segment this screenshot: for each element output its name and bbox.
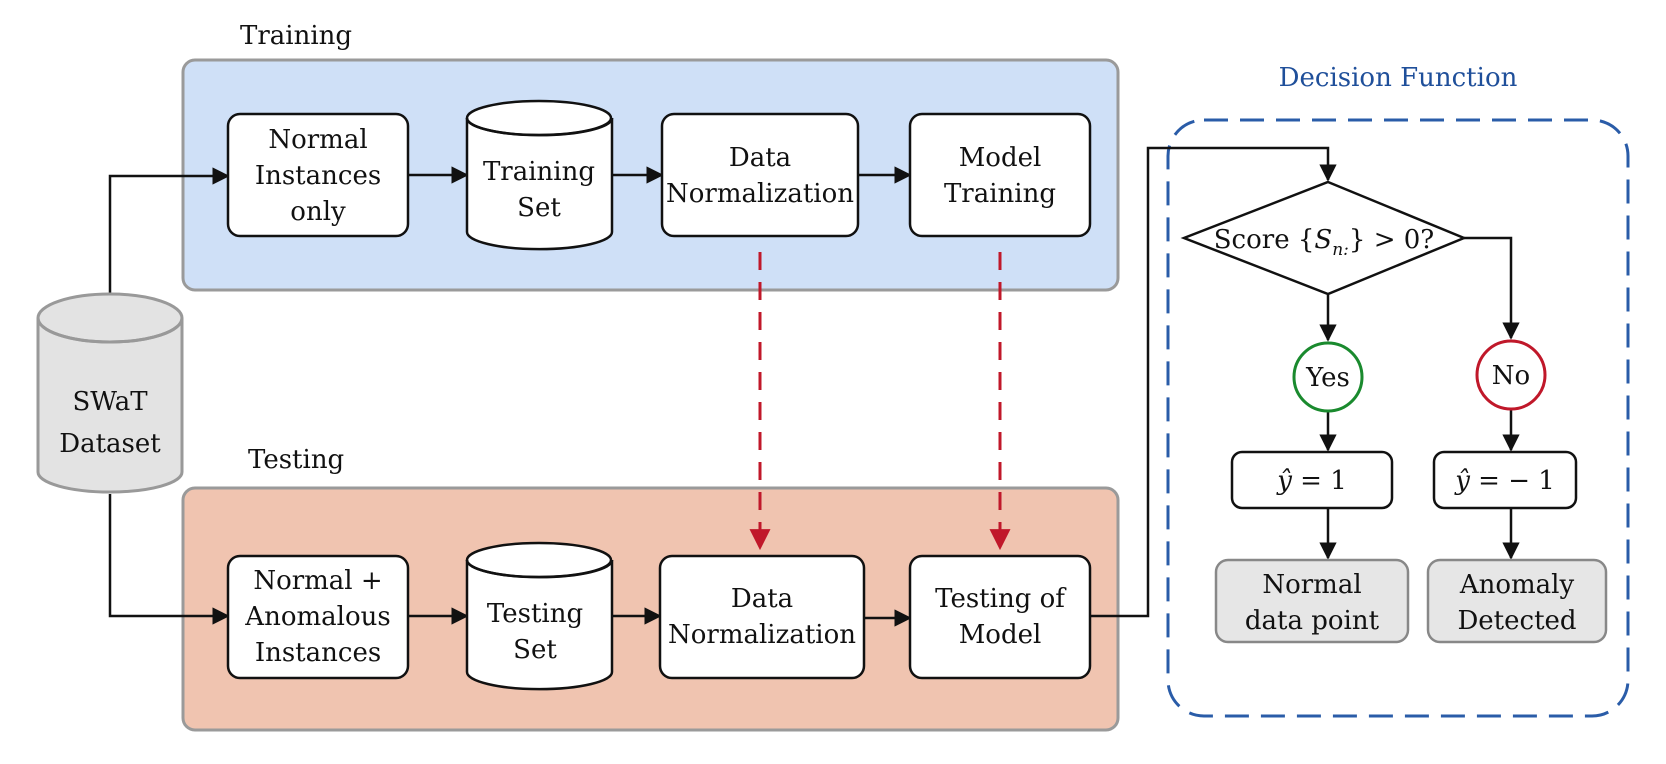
anomaly-detected-line2: Detected [1457,606,1576,636]
testing-normalization-line2: Normalization [668,620,856,650]
no-output-text: ŷ = − 1 [1454,466,1555,496]
normal-instances-box: Normal Instances only [226,112,410,238]
arrow-condition-to-no [1464,236,1520,340]
yes-output-text: ŷ = 1 [1276,466,1347,496]
yes-circle: Yes [1292,341,1364,413]
yes-output-box: ŷ = 1 [1230,450,1394,510]
normal-data-point-line1: Normal [1262,570,1361,600]
decision-function-panel [1166,118,1630,718]
normal-instances-line2: Instances [255,161,381,191]
arrow-dataset-to-normal-instances [108,167,230,302]
training-set-line1: Training [483,157,595,187]
test-instances-line1: Normal + [253,566,382,596]
testing-set-line2: Set [513,635,557,665]
swat-dataset-cylinder: SWaT Dataset [36,292,184,494]
anomaly-detected-box: Anomaly Detected [1426,558,1608,644]
testing-of-model-box: Testing of Model [908,554,1092,680]
test-instances-line3: Instances [255,638,381,668]
arrow-dataset-to-test-instances [108,494,230,625]
normal-data-point-line2: data point [1245,606,1380,636]
dataset-label-line1: SWaT [72,387,148,417]
normal-data-point-box: Normal data point [1214,558,1410,644]
testing-of-model-line2: Model [959,620,1042,650]
decision-function-title: Decision Function [1279,63,1518,93]
test-instances-box: Normal + Anomalous Instances [226,554,410,680]
arrow-model-to-decision [1090,146,1337,618]
testing-of-model-line1: Testing of [935,584,1067,614]
testing-set-cylinder: Testing Set [465,541,614,691]
anomaly-detected-line1: Anomaly [1459,570,1575,600]
training-data-normalization-box: Data Normalization [660,112,860,238]
dataset-label-line2: Dataset [59,429,161,459]
training-section-label: Training [240,21,352,51]
testing-data-normalization-box: Data Normalization [658,554,866,680]
training-normalization-line2: Normalization [666,179,854,209]
yes-label: Yes [1305,363,1350,393]
no-output-box: ŷ = − 1 [1432,450,1578,510]
normal-instances-line1: Normal [268,125,367,155]
no-circle: No [1475,339,1547,411]
testing-set-line1: Testing [487,599,583,629]
training-normalization-line1: Data [729,143,791,173]
model-training-line2: Training [944,179,1056,209]
model-training-box: Model Training [908,112,1092,238]
parameter-transfer-arrows [749,252,1011,551]
no-label: No [1492,361,1530,391]
score-condition-text: Score {Sn:} > 0? [1214,225,1435,260]
score-condition-diamond: Score {Sn:} > 0? [1180,180,1468,296]
test-instances-line2: Anomalous [244,602,390,632]
testing-section-label: Testing [248,445,344,475]
training-set-line2: Set [517,193,561,223]
testing-normalization-line1: Data [731,584,793,614]
training-set-cylinder: Training Set [465,99,614,251]
normal-instances-line3: only [290,197,346,227]
model-training-line1: Model [959,143,1042,173]
connectors [108,146,1520,627]
